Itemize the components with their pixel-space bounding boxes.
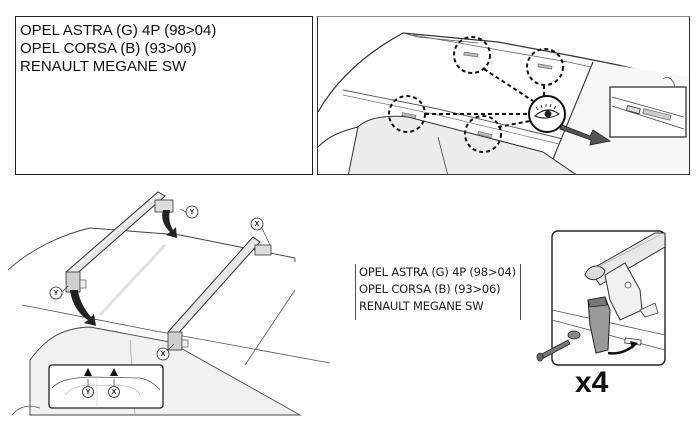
- vehicle-line-1: OPEL ASTRA (G) 4P (98>04): [20, 22, 217, 39]
- bolt-icon: [536, 330, 581, 362]
- rear-bar-foot-right: [254, 244, 272, 256]
- roof-diagram: [318, 32, 689, 174]
- tag-y-front-left: Y: [49, 285, 69, 300]
- compatibility-box-top: OPEL ASTRA (G) 4P (98>04) OPEL CORSA (B)…: [15, 16, 313, 175]
- tag-y-front-right: Y: [179, 205, 199, 219]
- vehicle-line-3: RENAULT MEGANE SW: [359, 299, 484, 313]
- svg-text:X: X: [161, 351, 166, 358]
- inset-tag-x: X: [112, 389, 117, 396]
- eye-icon: [534, 103, 560, 119]
- tag-x-rear-left: X: [156, 343, 175, 361]
- vehicle-line-2: OPEL CORSA (B) (93>06): [20, 40, 197, 57]
- quantity-label: x4: [575, 366, 609, 399]
- rear-bar-foot-left: [167, 331, 189, 351]
- curved-arrow-icon: [70, 210, 177, 326]
- dashed-circle-marker: [388, 36, 564, 153]
- svg-text:Y: Y: [190, 209, 195, 216]
- inset-tag-y: Y: [86, 389, 91, 396]
- arrow-right-icon: [559, 124, 612, 146]
- car-side-inset: Y X: [48, 364, 164, 409]
- inset-detail-box: [609, 86, 687, 138]
- vehicle-line-3: RENAULT MEGANE SW: [20, 58, 187, 75]
- front-bar-foot-left: [65, 271, 87, 293]
- installation-diagram: Y X Y X: [7, 191, 330, 416]
- foot-detail-figure: [530, 225, 700, 440]
- vehicle-line-1: OPEL ASTRA (G) 4P (98>04): [359, 265, 516, 279]
- roof-bar-installation-figure: Y X Y X: [0, 180, 330, 440]
- svg-text:X: X: [255, 221, 260, 228]
- tag-x-rear-right: X: [250, 217, 271, 246]
- foot-detail-frame: [551, 230, 666, 366]
- svg-text:Y: Y: [54, 290, 59, 297]
- roof-fixing-points-figure: [317, 16, 690, 175]
- vehicle-line-2: OPEL CORSA (B) (93>06): [359, 282, 501, 296]
- clamp-bracket: [587, 296, 611, 354]
- compatibility-box-bottom: OPEL ASTRA (G) 4P (98>04) OPEL CORSA (B)…: [355, 264, 521, 320]
